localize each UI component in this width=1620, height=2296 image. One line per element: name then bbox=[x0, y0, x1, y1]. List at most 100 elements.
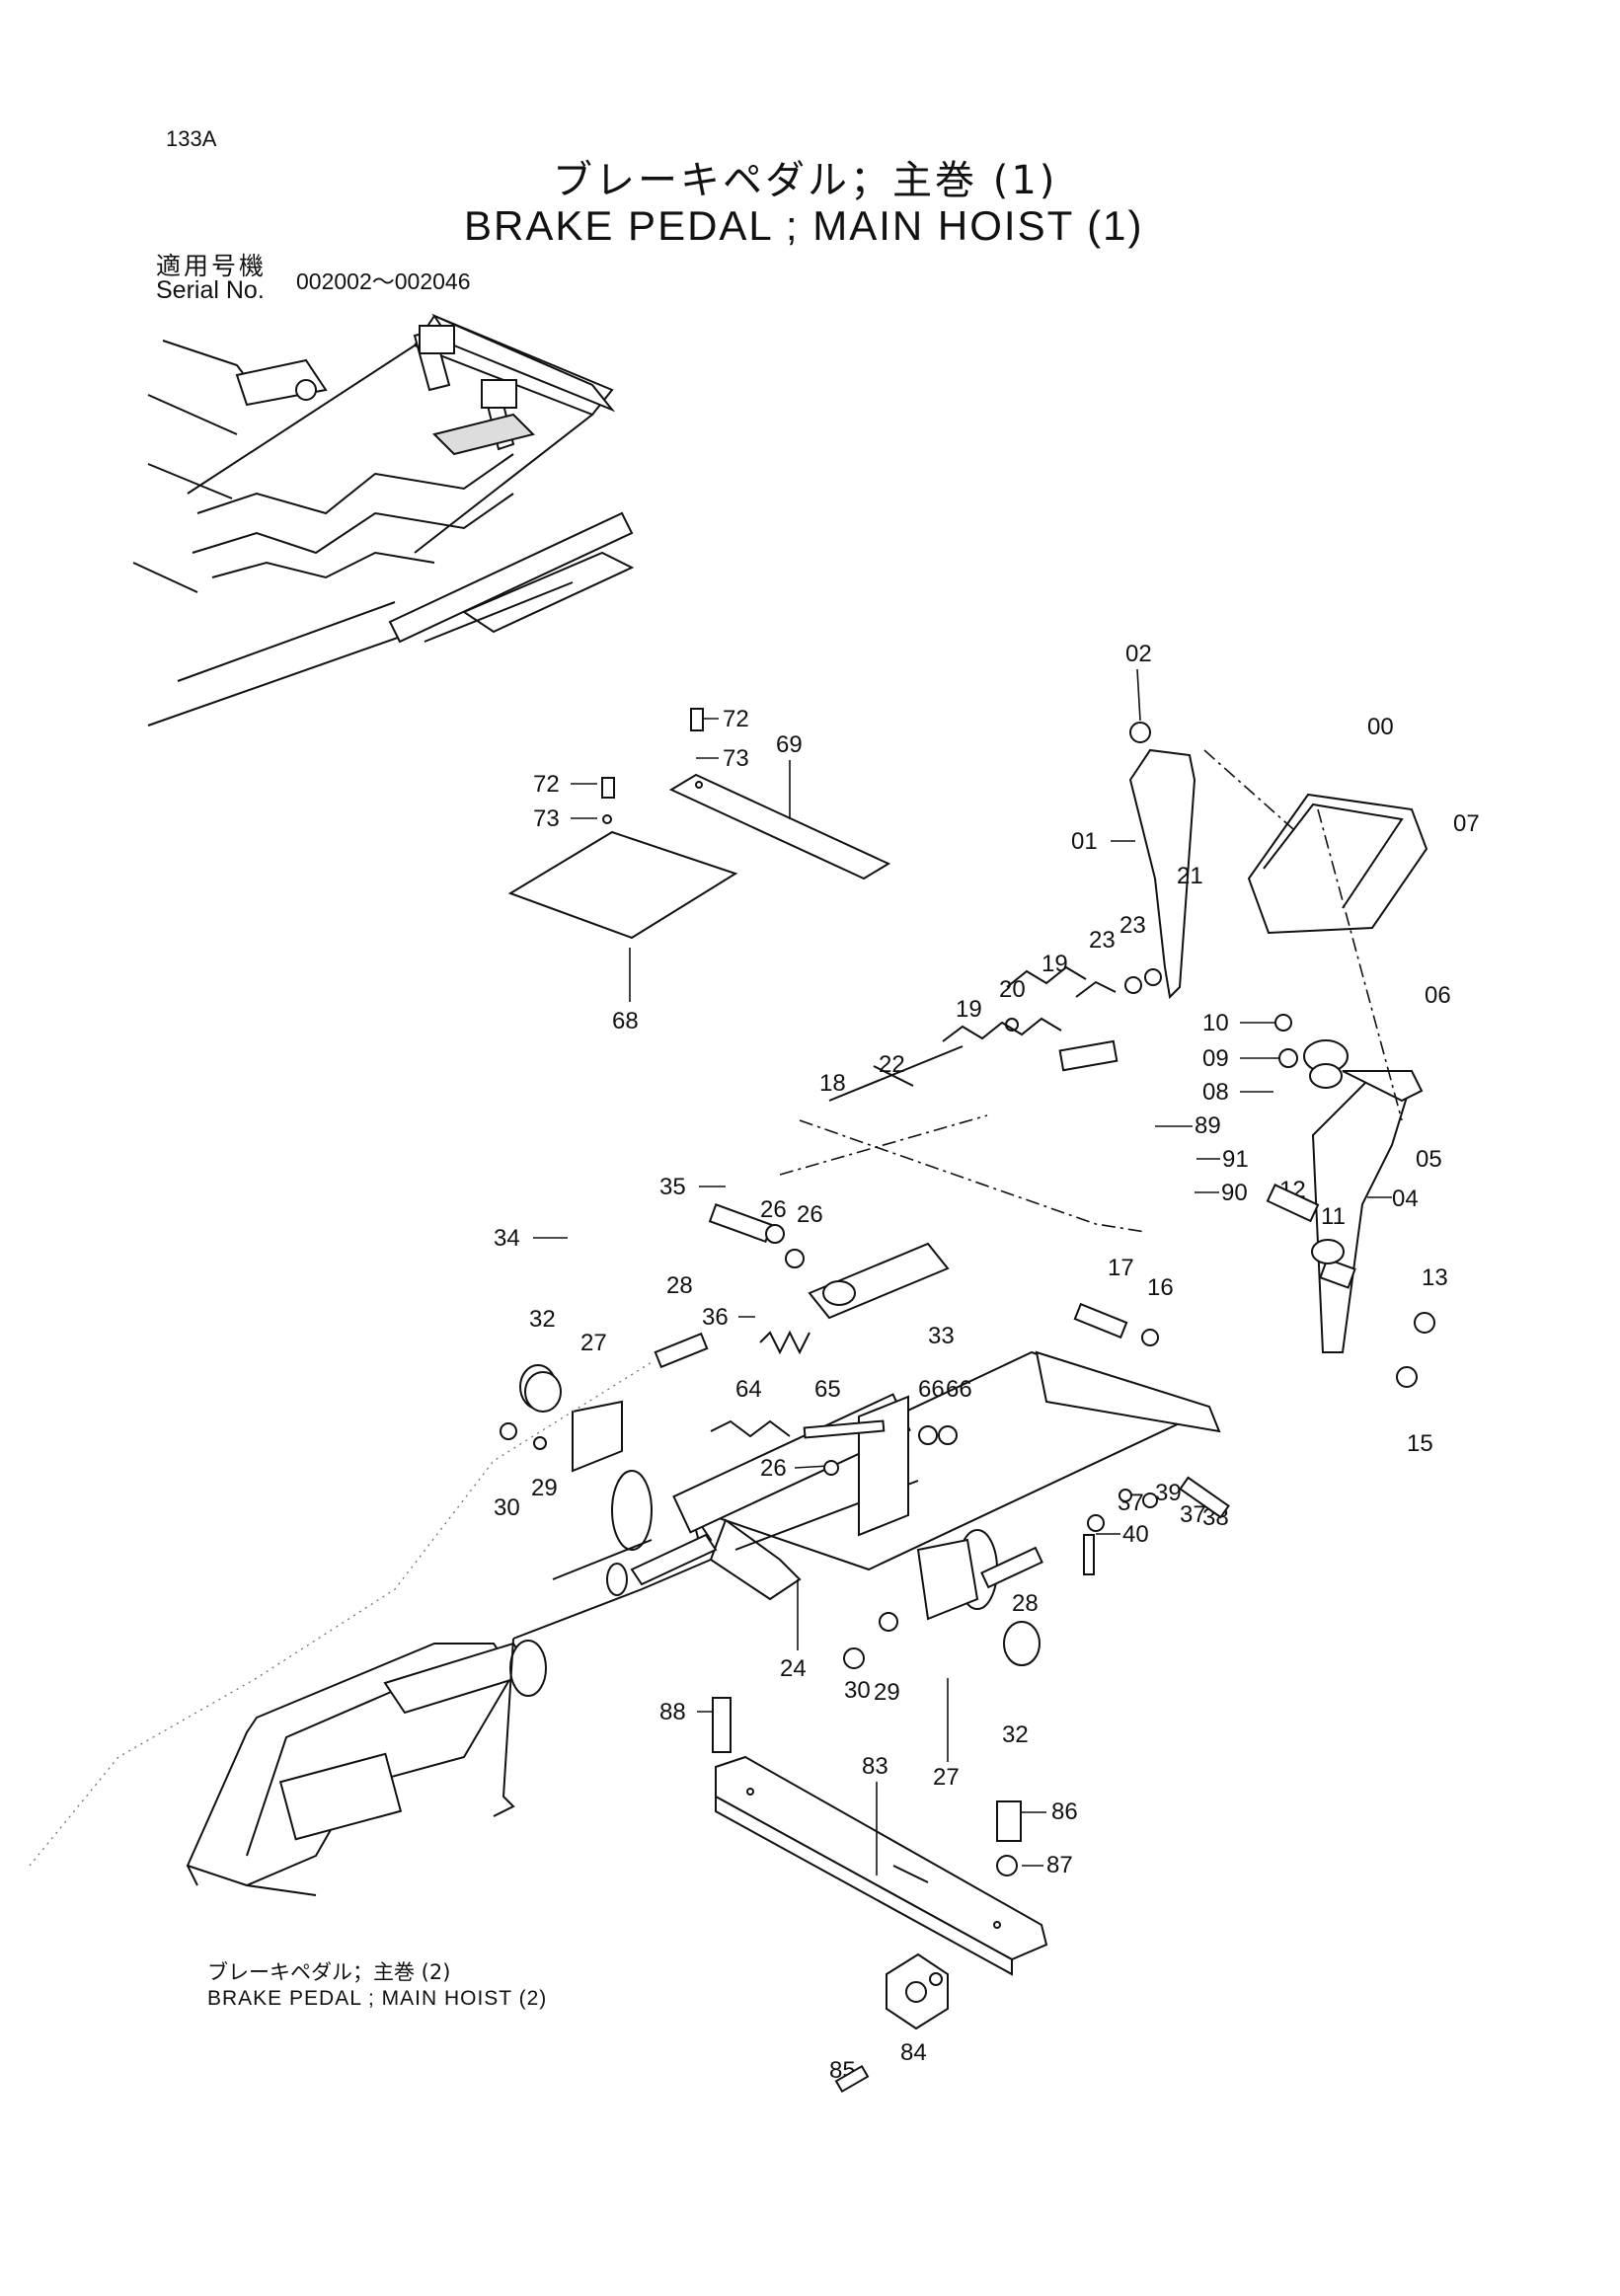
callout: 39 bbox=[1155, 1480, 1182, 1506]
callout: 66 bbox=[918, 1376, 945, 1403]
svg-text:05: 05 bbox=[1416, 1146, 1442, 1173]
callout: 86 bbox=[1022, 1799, 1078, 1825]
callout: 26 bbox=[760, 1196, 787, 1223]
svg-text:08: 08 bbox=[1202, 1079, 1229, 1106]
callout: 01 bbox=[1071, 828, 1135, 855]
svg-text:23: 23 bbox=[1119, 912, 1146, 939]
svg-text:66: 66 bbox=[946, 1376, 972, 1403]
callout: 84 bbox=[900, 2039, 927, 2066]
svg-text:37: 37 bbox=[1180, 1501, 1206, 1528]
svg-text:89: 89 bbox=[1195, 1112, 1221, 1139]
svg-text:15: 15 bbox=[1407, 1430, 1433, 1457]
spring-and-rod bbox=[828, 965, 1162, 1102]
callout: 32 bbox=[1002, 1722, 1029, 1748]
svg-text:87: 87 bbox=[1046, 1852, 1073, 1878]
callout: 18 bbox=[819, 1070, 846, 1097]
callout: 89 bbox=[1155, 1112, 1221, 1139]
callout: 36 bbox=[702, 1304, 755, 1331]
callout: 87 bbox=[1022, 1852, 1073, 1878]
callout: 88 bbox=[659, 1699, 716, 1725]
callout: 66 bbox=[946, 1376, 972, 1403]
svg-text:26: 26 bbox=[760, 1196, 787, 1223]
serial-label-japanese: 適用号機 bbox=[156, 252, 268, 280]
callout: 21 bbox=[1177, 863, 1203, 889]
svg-text:32: 32 bbox=[529, 1306, 556, 1333]
svg-text:00: 00 bbox=[1367, 714, 1394, 740]
callout: 27 bbox=[580, 1330, 607, 1356]
svg-text:22: 22 bbox=[879, 1051, 905, 1078]
callout: 72 bbox=[533, 771, 597, 798]
callout: 91 bbox=[1196, 1146, 1249, 1173]
svg-text:36: 36 bbox=[702, 1304, 729, 1331]
callout: 73 bbox=[533, 805, 597, 832]
svg-text:35: 35 bbox=[659, 1174, 686, 1200]
svg-text:90: 90 bbox=[1221, 1180, 1248, 1206]
callout: 24 bbox=[780, 1579, 807, 1682]
svg-text:26: 26 bbox=[797, 1201, 823, 1228]
svg-text:18: 18 bbox=[819, 1070, 846, 1097]
callout: 90 bbox=[1195, 1180, 1248, 1206]
callout: 22 bbox=[879, 1051, 905, 1078]
callout: 19 bbox=[956, 996, 982, 1023]
callout: 20 bbox=[999, 976, 1026, 1003]
svg-text:72: 72 bbox=[723, 706, 749, 732]
svg-text:28: 28 bbox=[666, 1272, 693, 1299]
callout: 35 bbox=[659, 1174, 726, 1200]
serial-range: 002002～002046 bbox=[296, 268, 471, 294]
svg-text:13: 13 bbox=[1422, 1264, 1448, 1291]
callout: 17 bbox=[1108, 1255, 1134, 1281]
base-bracket bbox=[715, 1755, 1048, 2030]
svg-text:27: 27 bbox=[580, 1330, 607, 1356]
fastener-glyphs bbox=[500, 708, 1435, 2094]
callout: 32 bbox=[529, 1306, 556, 1333]
svg-text:66: 66 bbox=[918, 1376, 945, 1403]
overview-illustration bbox=[132, 313, 635, 727]
callout: 40 bbox=[1096, 1521, 1149, 1548]
svg-text:11: 11 bbox=[1321, 1203, 1346, 1230]
svg-text:23: 23 bbox=[1089, 927, 1116, 954]
svg-text:17: 17 bbox=[1108, 1255, 1134, 1281]
svg-text:24: 24 bbox=[780, 1655, 807, 1682]
title-english: BRAKE PEDAL ; MAIN HOIST (1) bbox=[464, 202, 1144, 249]
svg-text:65: 65 bbox=[814, 1376, 841, 1403]
svg-text:33: 33 bbox=[928, 1323, 955, 1349]
svg-text:26: 26 bbox=[760, 1455, 787, 1482]
svg-text:86: 86 bbox=[1051, 1799, 1078, 1825]
callout: 64 bbox=[735, 1376, 762, 1403]
callout: 29 bbox=[874, 1679, 900, 1706]
svg-text:72: 72 bbox=[533, 771, 560, 798]
callout: 69 bbox=[776, 731, 803, 819]
brake-cylinder-assembly bbox=[29, 1361, 718, 1896]
svg-text:32: 32 bbox=[1002, 1722, 1029, 1748]
svg-text:29: 29 bbox=[531, 1475, 558, 1501]
callout: 72 bbox=[696, 706, 749, 732]
svg-text:30: 30 bbox=[844, 1677, 871, 1704]
callout: 30 bbox=[494, 1494, 520, 1521]
callout: 26 bbox=[797, 1201, 823, 1228]
callout: 19 bbox=[1041, 951, 1068, 977]
serial-label-english: Serial No. bbox=[156, 276, 265, 304]
svg-text:16: 16 bbox=[1147, 1274, 1174, 1301]
svg-text:34: 34 bbox=[494, 1225, 520, 1252]
svg-text:21: 21 bbox=[1177, 863, 1203, 889]
callout: 09 bbox=[1202, 1045, 1283, 1072]
callout: 23 bbox=[1119, 912, 1146, 939]
svg-text:91: 91 bbox=[1222, 1146, 1249, 1173]
pedal-assembly bbox=[1058, 748, 1428, 1353]
callout: 26 bbox=[760, 1455, 830, 1482]
callout: 83 bbox=[862, 1753, 888, 1875]
callout: 10 bbox=[1202, 1010, 1278, 1036]
callout: 04 bbox=[1367, 1186, 1419, 1212]
callout: 16 bbox=[1147, 1274, 1174, 1301]
svg-text:06: 06 bbox=[1425, 982, 1451, 1009]
svg-text:73: 73 bbox=[533, 805, 560, 832]
svg-text:09: 09 bbox=[1202, 1045, 1229, 1072]
svg-text:68: 68 bbox=[612, 1008, 639, 1034]
floor-plates bbox=[507, 773, 891, 940]
reference-label-japanese: ブレーキペダル；主巻 (2) bbox=[207, 1960, 451, 1984]
callout: 27 bbox=[933, 1678, 960, 1791]
svg-text:27: 27 bbox=[933, 1764, 960, 1791]
callout: 00 bbox=[1367, 714, 1394, 740]
callout: 15 bbox=[1407, 1430, 1433, 1457]
